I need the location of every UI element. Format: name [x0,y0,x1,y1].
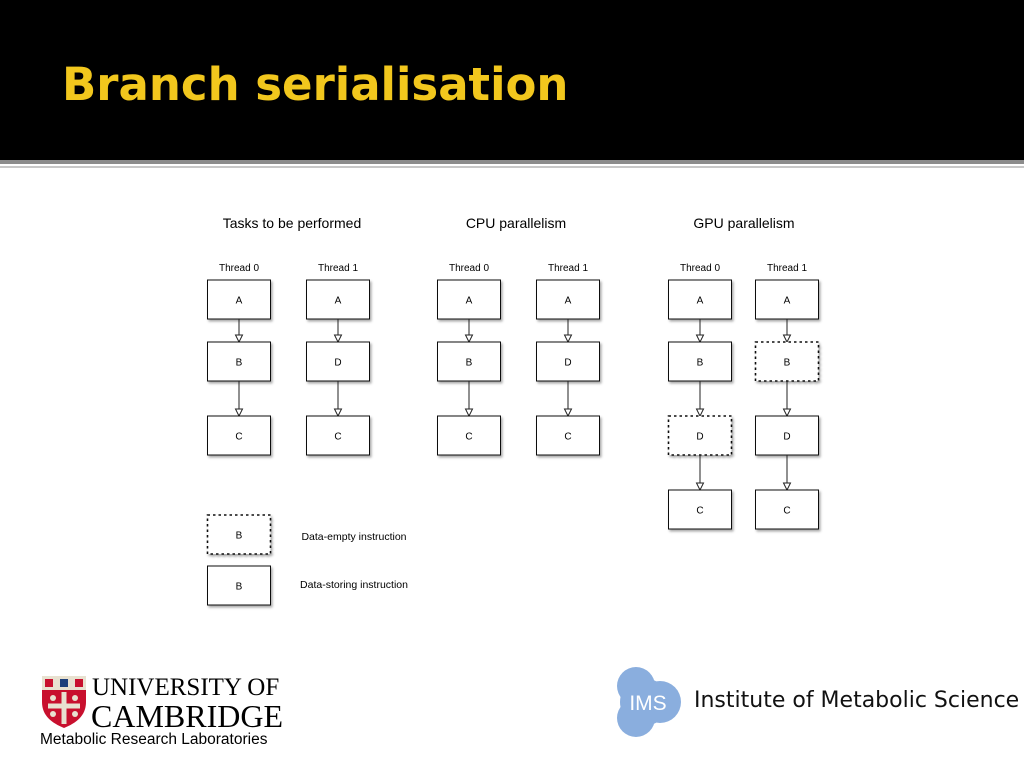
task-label: D [696,432,703,443]
section-heading: GPU parallelism [693,215,794,231]
task-box [755,279,819,320]
ims-name: Institute of Metabolic Science [694,688,1020,713]
task-label: D [783,432,790,443]
flow-arrow [563,381,573,418]
thread-label: Thread 0 [680,263,720,274]
task-label: B [466,358,473,369]
flow-arrow [695,455,705,492]
legend-item: B Data-storing instruction [207,565,408,606]
flow-arrow [464,319,474,344]
cambridge-line-3: Metabolic Research Laboratories [40,731,268,748]
task-label: B [697,358,704,369]
task-label: A [697,296,704,307]
legend-text: Data-empty instruction [301,531,406,543]
task-label: C [783,506,790,517]
cambridge-line-1: UNIVERSITY OF [92,674,280,701]
task-box [207,341,271,382]
task-label: D [334,358,341,369]
header-divider-thin [0,166,1024,168]
task-label: C [696,506,703,517]
ims-circles-icon: IMS [617,667,681,737]
header-divider [0,160,1024,164]
cambridge-shield-icon [42,676,86,728]
legend-box-label: B [236,531,243,542]
task-label: C [465,432,472,443]
task-box [668,489,732,530]
flow-arrow [782,455,792,492]
ims-logo: IMS Institute of Metabolic Science [612,662,1019,742]
task-box [668,341,732,382]
thread-label: Thread 1 [318,263,358,274]
task-label: A [335,296,342,307]
flow-arrow [333,319,343,344]
cambridge-line-2: CAMBRIDGE [91,698,284,734]
task-box [306,279,370,320]
task-box [306,415,370,456]
task-label: D [564,358,571,369]
flow-arrow [234,381,244,418]
legend-box [206,514,272,555]
legend-box [207,565,271,606]
task-label: A [784,296,791,307]
flow-arrow [563,319,573,344]
thread-label: Thread 0 [449,263,489,274]
thread-label: Thread 0 [219,263,259,274]
slide-title: Branch serialisation [62,58,569,111]
flow-arrow [333,381,343,418]
thread-label: Thread 1 [548,263,588,274]
flow-arrow [234,319,244,344]
flow-arrow [782,319,792,344]
legend-box-label: B [236,582,243,593]
task-box [755,489,819,530]
task-box [437,415,501,456]
flow-arrow [695,319,705,344]
task-box [207,279,271,320]
task-box [207,415,271,456]
task-box [668,279,732,320]
section-heading: Tasks to be performed [223,215,362,231]
university-of-cambridge-logo: UNIVERSITY OF CAMBRIDGE Metabolic Resear… [40,674,290,750]
legend-item: B Data-empty instruction [206,514,407,555]
task-label: A [565,296,572,307]
legend-text: Data-storing instruction [300,579,408,591]
task-box [536,341,600,382]
flow-arrow [782,381,792,418]
task-box [306,341,370,382]
thread-label: Thread 1 [767,263,807,274]
task-label: C [564,432,571,443]
task-label: A [236,296,243,307]
slide-header: Branch serialisation [0,0,1024,160]
task-label: B [784,358,791,369]
task-box [437,341,501,382]
task-box [536,279,600,320]
task-label: A [466,296,473,307]
task-label: C [235,432,242,443]
section-heading: CPU parallelism [466,215,566,231]
task-label: B [236,358,243,369]
flow-arrow [695,381,705,418]
task-label: C [334,432,341,443]
ims-mark: IMS [629,692,666,715]
task-box [536,415,600,456]
flow-arrow [464,381,474,418]
